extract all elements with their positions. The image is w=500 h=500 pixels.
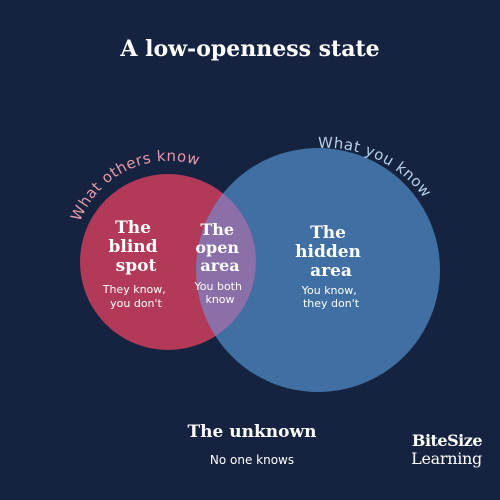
open-area: The open area You both know [194,220,246,306]
hidden-area-title: The hidden area [295,223,367,281]
open-area-desc: You both know [194,280,246,306]
unknown-title: The unknown [188,422,317,442]
brand-line-2: Learning [411,449,482,468]
unknown-desc: No one knows [210,453,294,467]
open-area-title: The open area [195,220,244,275]
hidden-area-desc: You know, they don't [301,284,361,310]
page-title: A low-openness state [119,36,379,62]
blind-spot-title: The blind spot [109,218,164,276]
hidden-area-circle [196,148,440,392]
brand-line-1: BiteSize [412,431,482,450]
brand-logo: BiteSize Learning [411,431,483,468]
blind-spot-desc: They know, you don't [102,283,170,310]
hidden-area: The hidden area You know, they don't [295,223,367,310]
blind-spot-area: The blind spot They know, you don't [102,218,170,310]
